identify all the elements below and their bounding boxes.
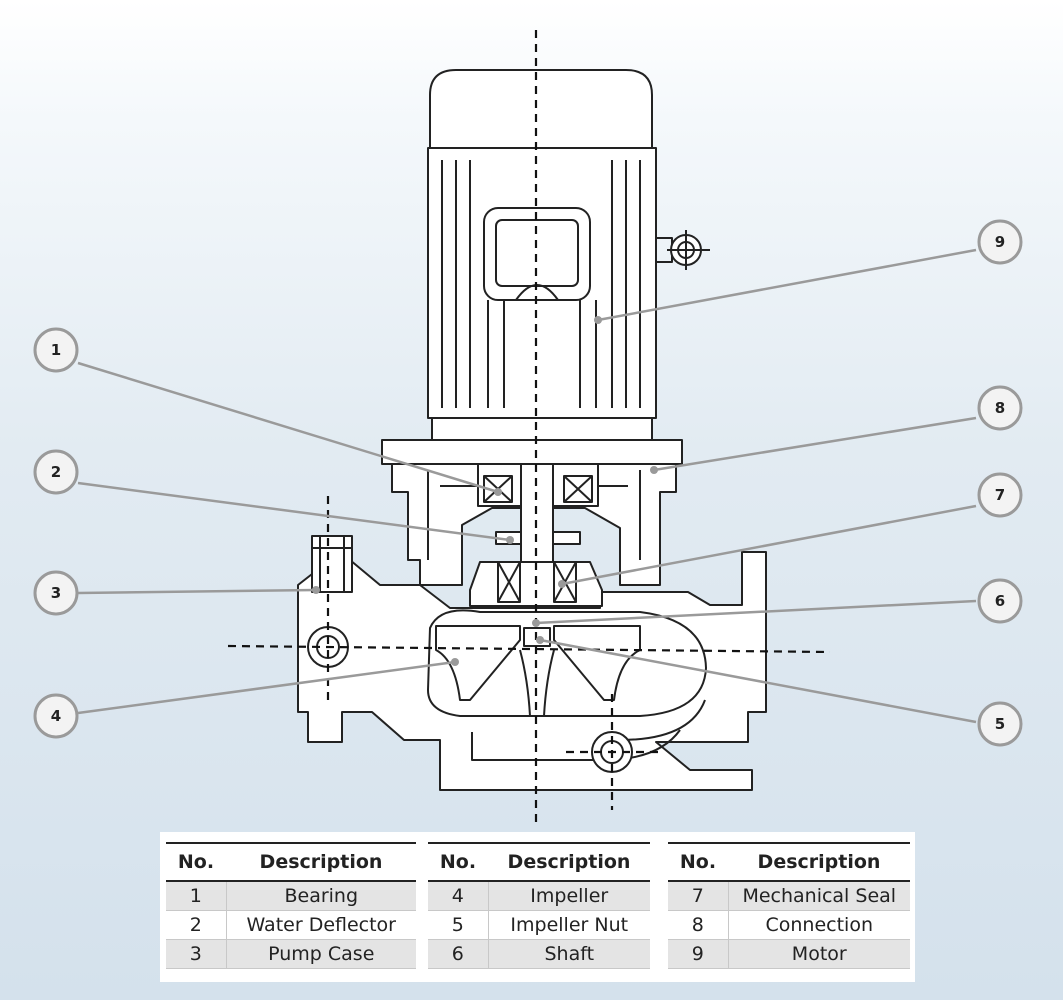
column-header-no: No. (668, 842, 728, 882)
callout-5-label: 5 (995, 715, 1005, 733)
part-description: Bearing (226, 881, 416, 911)
part-description: Connection (728, 910, 910, 940)
part-description: Pump Case (226, 939, 416, 969)
table-row: 4 Impeller (428, 881, 650, 911)
part-number: 6 (428, 939, 489, 969)
callout-4: 4 (33, 693, 79, 739)
column-header-description: Description (728, 842, 910, 882)
callout-7: 7 (977, 472, 1023, 518)
part-description: Shaft (488, 939, 650, 969)
callout-2: 2 (33, 449, 79, 495)
column-header-no: No. (166, 842, 226, 882)
table-row: 3 Pump Case (166, 939, 416, 969)
motor-drawing (427, 69, 710, 441)
parts-table-2: No. Description 4 Impeller 5 Impeller Nu… (428, 842, 650, 969)
callout-3-label: 3 (51, 584, 61, 602)
callout-9-label: 9 (995, 233, 1005, 251)
callout-2-label: 2 (51, 463, 61, 481)
table-row: 6 Shaft (428, 939, 650, 969)
callout-6-label: 6 (995, 592, 1005, 610)
part-number: 5 (428, 910, 489, 940)
part-number: 8 (668, 910, 729, 940)
leader-lines (77, 248, 977, 724)
part-description: Motor (728, 939, 910, 969)
centre-lines (227, 30, 831, 824)
part-description: Water Deflector (226, 910, 416, 940)
callout-8: 8 (977, 385, 1023, 431)
connection-flange (381, 439, 683, 465)
callout-1-label: 1 (51, 341, 61, 359)
pump-case-outline (297, 551, 767, 791)
table-row: 8 Connection (668, 910, 910, 940)
pump-cross-section-diagram: 1 2 3 4 5 6 7 8 9 (33, 30, 1023, 824)
parts-legend: No. Description 1 Bearing 2 Water Deflec… (160, 832, 915, 982)
part-description: Impeller (488, 881, 650, 911)
callout-4-label: 4 (51, 707, 61, 725)
callout-9: 9 (977, 219, 1023, 265)
motor-base-ring (431, 417, 653, 441)
pump-bolt (311, 535, 353, 593)
table-row: 2 Water Deflector (166, 910, 416, 940)
callout-8-label: 8 (995, 399, 1005, 417)
table-row: 7 Mechanical Seal (668, 881, 910, 911)
column-header-description: Description (226, 842, 416, 882)
part-number: 1 (166, 881, 227, 911)
column-header-no: No. (428, 842, 488, 882)
motor-top-cap (429, 69, 653, 149)
part-number: 3 (166, 939, 227, 969)
callout-6: 6 (977, 578, 1023, 624)
column-header-description: Description (488, 842, 650, 882)
parts-table-1: No. Description 1 Bearing 2 Water Deflec… (166, 842, 416, 969)
table-row: 9 Motor (668, 939, 910, 969)
table-row: 5 Impeller Nut (428, 910, 650, 940)
part-number: 7 (668, 881, 729, 911)
callout-5: 5 (977, 701, 1023, 747)
part-number: 9 (668, 939, 729, 969)
part-number: 2 (166, 910, 227, 940)
callout-3: 3 (33, 570, 79, 616)
pump-volute (427, 609, 707, 717)
parts-table-3: No. Description 7 Mechanical Seal 8 Conn… (668, 842, 910, 969)
part-description: Impeller Nut (488, 910, 650, 940)
callout-1: 1 (33, 327, 79, 373)
callout-7-label: 7 (995, 486, 1005, 504)
part-description: Mechanical Seal (728, 881, 910, 911)
table-row: 1 Bearing (166, 881, 416, 911)
connection-bracket (391, 463, 677, 586)
part-number: 4 (428, 881, 489, 911)
